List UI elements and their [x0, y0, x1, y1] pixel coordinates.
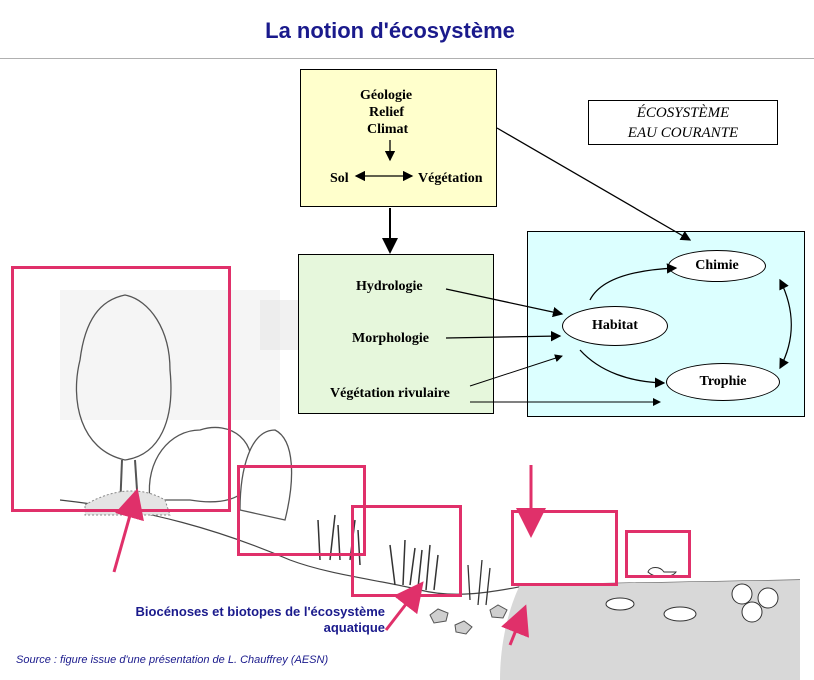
vegetation-rivulaire-label: Végétation rivulaire	[330, 386, 450, 401]
ecosystem-line1: ÉCOSYSTÈME	[636, 105, 730, 121]
highlight-bank-shrub	[237, 465, 366, 556]
title-divider	[0, 58, 814, 59]
caption-line1: Biocénoses et biotopes de l'écosystème	[135, 604, 385, 619]
relief-label: Relief	[369, 105, 404, 120]
hydrologie-label: Hydrologie	[356, 279, 423, 294]
caption-line2: aquatique	[323, 620, 385, 635]
ecosystem-type-label: ÉCOSYSTÈME EAU COURANTE	[588, 100, 778, 145]
climat-label: Climat	[367, 122, 409, 137]
caption: Biocénoses et biotopes de l'écosystème a…	[100, 604, 385, 636]
sol-label: Sol	[330, 171, 349, 186]
habitat-ellipse: Habitat	[562, 306, 668, 346]
ecosystem-line2: EAU COURANTE	[627, 125, 739, 141]
highlight-surface	[625, 530, 691, 578]
morphologie-label: Morphologie	[352, 331, 429, 346]
hydro-box	[298, 254, 494, 414]
vegetation-label: Végétation	[418, 171, 483, 186]
chimie-ellipse: Chimie	[668, 250, 766, 282]
highlight-water-column	[511, 510, 618, 586]
geology-label: Géologie	[360, 88, 413, 103]
source-note: Source : figure issue d'une présentation…	[16, 654, 329, 666]
trophie-ellipse: Trophie	[666, 363, 780, 401]
page-title: La notion d'écosystème	[265, 18, 515, 43]
geology-box	[300, 69, 497, 207]
